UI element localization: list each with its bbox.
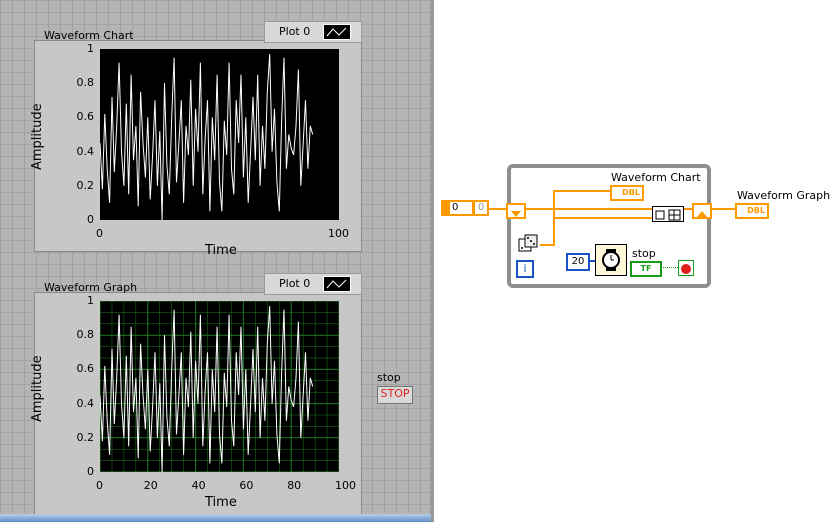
chart-legend-label: Plot 0 <box>279 25 311 38</box>
stop-terminal-label: stop <box>632 247 656 260</box>
build-array-icon <box>655 209 681 221</box>
watch-icon <box>602 249 620 271</box>
chart-y-tick: 0.8 <box>76 76 95 90</box>
graph-title: Waveform Graph <box>44 281 138 294</box>
iteration-terminal[interactable]: i <box>516 260 534 278</box>
shift-register-right[interactable] <box>692 203 712 219</box>
wire-bool <box>660 267 678 268</box>
wait-ms-node[interactable] <box>595 244 627 276</box>
graph-terminal[interactable]: DBL <box>735 203 769 219</box>
graph-series-line <box>99 306 314 473</box>
chart-y-axis-title: Amplitude <box>30 103 45 170</box>
chart-series-line <box>99 54 314 221</box>
wire-random <box>540 244 554 246</box>
chart-terminal-label: Waveform Chart <box>611 171 701 184</box>
chart-y-tick: 1 <box>87 42 94 55</box>
chart-plot-area[interactable] <box>99 49 339 221</box>
wire-to-build <box>553 217 653 219</box>
stop-terminal-text: TF <box>640 264 652 273</box>
chart-trace-svg <box>99 54 314 221</box>
graph-plot-legend[interactable]: Plot 0 <box>264 273 362 295</box>
random-number-node[interactable] <box>517 233 539 255</box>
graph-x-axis-title: Time <box>205 495 237 510</box>
chart-x-axis-title: Time <box>205 243 237 258</box>
stop-sign-icon <box>681 264 691 274</box>
wire-to-chart <box>553 190 611 192</box>
build-array-node[interactable] <box>652 206 684 222</box>
chart-x-tick: 0 <box>96 227 103 240</box>
arrow-down-icon <box>511 211 521 217</box>
arrow-up-icon <box>697 211 707 217</box>
stop-terminal[interactable]: TF <box>630 261 662 277</box>
wire-wait <box>588 260 596 262</box>
graph-trace-svg <box>99 300 340 473</box>
chart-y-tick: 0.4 <box>76 144 95 158</box>
line-style-icon <box>326 279 347 289</box>
chart-y-tick: 0 <box>87 213 94 226</box>
chart-title: Waveform Chart <box>44 29 134 42</box>
line-style-icon <box>326 27 347 37</box>
wait-constant[interactable]: 20 <box>566 253 590 271</box>
chart-plot-legend[interactable]: Plot 0 <box>264 21 362 43</box>
graph-terminal-label: Waveform Graph <box>737 189 831 202</box>
graph-y-tick: 0.2 <box>76 430 95 444</box>
numeric-indicator[interactable]: 0 <box>473 200 489 216</box>
stop-label: stop <box>377 371 401 384</box>
dice-icon <box>518 234 538 252</box>
window-taskbar <box>0 514 431 522</box>
chart-terminal[interactable]: DBL <box>610 185 644 201</box>
graph-terminal-text: DBL <box>747 206 765 215</box>
dbl-tag <box>441 200 449 216</box>
graph-x-tick: 60 <box>239 479 254 492</box>
graph-plot-area[interactable] <box>99 300 340 473</box>
graph-y-tick: 0.8 <box>76 328 95 342</box>
graph-x-tick: 80 <box>287 479 302 492</box>
graph-y-tick: 1 <box>87 294 94 307</box>
graph-x-tick: 40 <box>191 479 206 492</box>
graph-legend-swatch <box>323 276 351 292</box>
graph-x-tick: 0 <box>96 479 103 492</box>
chart-terminal-text: DBL <box>622 188 640 197</box>
shift-register-left[interactable] <box>506 203 526 219</box>
chart-legend-swatch <box>323 24 351 40</box>
graph-y-tick: 0.6 <box>76 362 95 376</box>
chart-y-tick: 0.2 <box>76 178 95 192</box>
graph-y-tick: 0.4 <box>76 396 95 410</box>
loop-condition[interactable] <box>678 260 694 276</box>
graph-x-tick: 100 <box>335 479 356 492</box>
chart-y-tick: 0.6 <box>76 110 95 124</box>
graph-x-tick: 20 <box>143 479 158 492</box>
graph-legend-label: Plot 0 <box>279 277 311 290</box>
graph-y-tick: 0 <box>87 465 94 478</box>
front-panel-edge <box>430 0 434 522</box>
wire-main <box>466 208 740 210</box>
graph-y-axis-title: Amplitude <box>30 355 45 422</box>
chart-x-tick: 100 <box>328 227 349 240</box>
stop-button[interactable]: STOP <box>377 386 413 404</box>
numeric-constant[interactable]: 0 <box>448 200 474 216</box>
